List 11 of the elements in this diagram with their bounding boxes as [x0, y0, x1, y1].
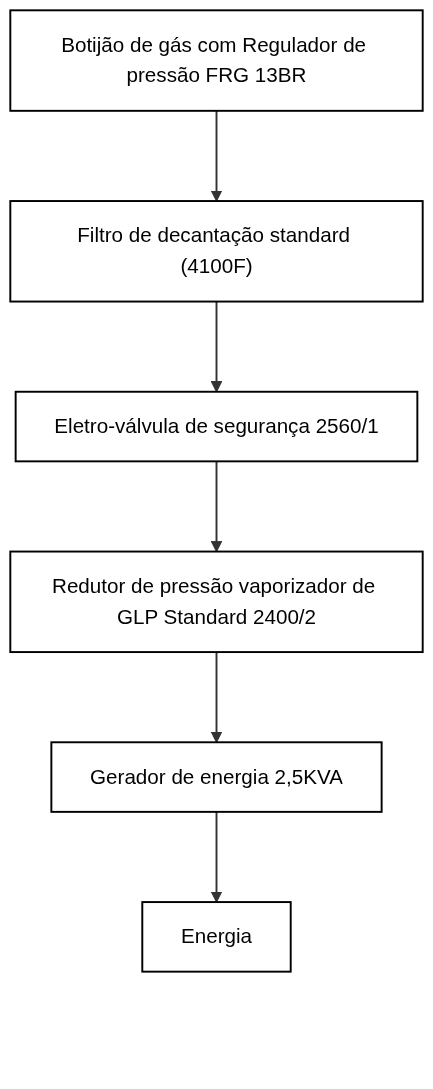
node-box: Gerador de energia 2,5KVA — [50, 741, 383, 813]
node-box: Eletro-válvula de segurança 2560/1 — [14, 390, 419, 463]
node-box: Energia — [141, 901, 292, 973]
arrow — [210, 810, 223, 903]
arrow — [210, 300, 223, 393]
node-box: Botijão de gás com Regulador de pressão FRG 13BR — [9, 9, 424, 112]
node-box: Redutor de pressão vaporizador de GLP Standard 2400/2 — [9, 550, 424, 654]
arrow — [210, 460, 223, 553]
node-box: Filtro de decantação standard (4100F) — [9, 200, 424, 303]
arrow — [210, 651, 223, 743]
arrow — [210, 109, 223, 202]
